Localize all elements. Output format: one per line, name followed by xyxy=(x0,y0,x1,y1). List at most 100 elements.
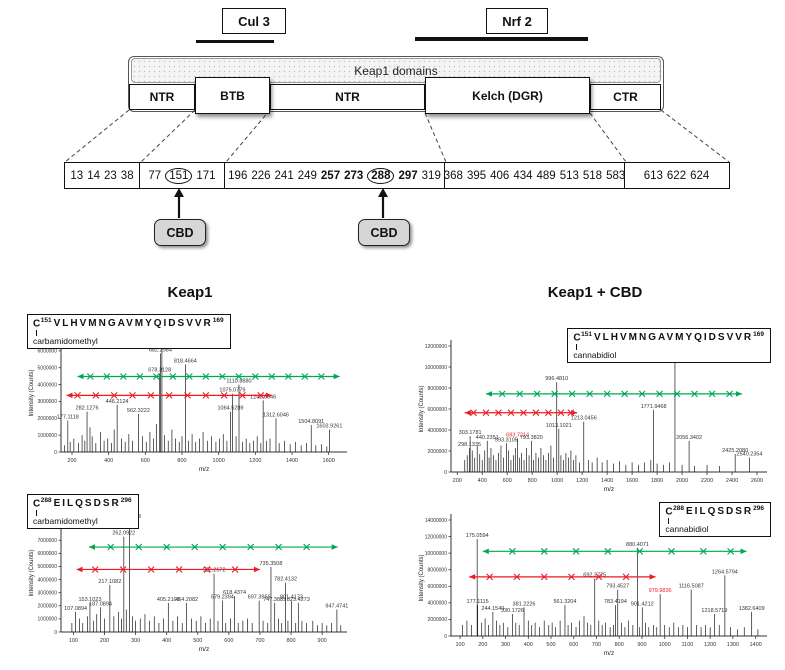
svg-text:600: 600 xyxy=(569,642,578,648)
svg-text:697.3956: 697.3956 xyxy=(248,595,271,601)
svg-text:200: 200 xyxy=(67,458,76,464)
svg-text:0: 0 xyxy=(444,634,447,640)
svg-text:1771.9468: 1771.9468 xyxy=(641,404,667,410)
svg-text:Intensity (Counts): Intensity (Counts) xyxy=(29,549,35,596)
residue-249: 249 xyxy=(297,169,317,182)
nrf2-label-box: Nrf 2 xyxy=(486,8,548,34)
svg-text:400: 400 xyxy=(104,458,113,464)
svg-text:2425.2080: 2425.2080 xyxy=(722,448,748,454)
svg-text:783.4194: 783.4194 xyxy=(604,599,627,605)
cbd-label-151: CBD xyxy=(166,225,194,240)
svg-text:8000000: 8000000 xyxy=(428,568,448,574)
residue-14: 14 xyxy=(87,169,100,182)
residue-257: 257 xyxy=(320,169,341,182)
column-header-keap1-cbd: Keap1 + CBD xyxy=(547,284,643,301)
svg-text:12000000: 12000000 xyxy=(425,344,447,350)
modification-label: cannabidiol xyxy=(573,350,617,361)
residue-273: 273 xyxy=(344,169,364,182)
svg-text:177.1118: 177.1118 xyxy=(57,415,79,421)
residue-23: 23 xyxy=(104,169,117,182)
cul3-label: Cul 3 xyxy=(238,13,270,29)
cul3-binding-bar xyxy=(196,40,274,43)
svg-text:880.4071: 880.4071 xyxy=(626,542,649,548)
svg-text:800: 800 xyxy=(615,642,624,648)
svg-text:579.2394: 579.2394 xyxy=(211,595,234,601)
svg-text:400: 400 xyxy=(478,478,487,484)
residue-196: 196 xyxy=(228,169,248,182)
svg-text:1000: 1000 xyxy=(659,642,671,648)
svg-text:678.3128: 678.3128 xyxy=(148,368,171,374)
modification-label: carbamidomethyl xyxy=(33,336,98,347)
svg-text:500: 500 xyxy=(193,638,202,644)
svg-text:500: 500 xyxy=(546,642,555,648)
svg-text:10000000: 10000000 xyxy=(425,365,447,371)
svg-text:1382.6409: 1382.6409 xyxy=(739,606,765,612)
svg-text:4000000: 4000000 xyxy=(428,601,448,607)
residue-513: 513 xyxy=(559,169,579,182)
spectrum-panel-keap1-c288: 9000000800000070000006000000500000040000… xyxy=(25,494,355,658)
svg-text:4000000: 4000000 xyxy=(428,428,448,434)
residue-319: 319 xyxy=(421,169,441,182)
svg-text:1110.8880: 1110.8880 xyxy=(226,379,251,385)
svg-text:683.7214: 683.7214 xyxy=(506,432,529,438)
spectrum-panel-keap1-c151: 7000000600000050000004000000300000020000… xyxy=(25,314,355,478)
svg-text:446.2124: 446.2124 xyxy=(106,399,129,405)
svg-text:1100: 1100 xyxy=(682,642,694,648)
svg-text:3000000: 3000000 xyxy=(38,399,58,405)
svg-text:800: 800 xyxy=(177,458,186,464)
cul3-label-box: Cul 3 xyxy=(222,8,286,34)
svg-text:Intensity (Counts): Intensity (Counts) xyxy=(419,554,425,601)
svg-text:2000000: 2000000 xyxy=(428,617,448,623)
svg-text:7000000: 7000000 xyxy=(38,538,58,544)
svg-text:2000000: 2000000 xyxy=(38,416,58,422)
svg-text:600: 600 xyxy=(224,638,233,644)
cbd-arrow-288 xyxy=(378,188,388,218)
svg-text:m/z: m/z xyxy=(199,466,209,473)
svg-text:700: 700 xyxy=(255,638,264,644)
nrf2-binding-bar xyxy=(415,37,588,41)
svg-text:1300: 1300 xyxy=(727,642,739,648)
svg-text:562.3222: 562.3222 xyxy=(127,408,150,414)
modification-label: carbamidomethyl xyxy=(33,516,98,527)
svg-text:1075.0779: 1075.0779 xyxy=(219,388,245,394)
residue-171: 171 xyxy=(196,169,216,182)
residue-241: 241 xyxy=(274,169,294,182)
svg-text:1064.5289: 1064.5289 xyxy=(217,406,243,412)
svg-text:1600: 1600 xyxy=(323,458,335,464)
svg-text:298.1335: 298.1335 xyxy=(458,442,481,448)
svg-text:1264.5794: 1264.5794 xyxy=(712,569,738,575)
svg-text:996.4810: 996.4810 xyxy=(545,376,568,382)
svg-text:2400: 2400 xyxy=(726,478,738,484)
svg-text:8000000: 8000000 xyxy=(428,386,448,392)
residue-151: 151 xyxy=(165,167,193,184)
svg-text:400: 400 xyxy=(162,638,171,644)
svg-text:1000000: 1000000 xyxy=(38,433,58,439)
svg-text:12000000: 12000000 xyxy=(425,534,447,540)
svg-text:823.4273: 823.4273 xyxy=(287,597,310,603)
domain-label-kelch: Kelch (DGR) xyxy=(472,88,543,103)
svg-text:800: 800 xyxy=(286,638,295,644)
svg-text:800: 800 xyxy=(528,478,537,484)
svg-text:300: 300 xyxy=(501,642,510,648)
svg-text:6000000: 6000000 xyxy=(428,407,448,413)
residue-368: 368 xyxy=(443,169,463,182)
svg-text:0: 0 xyxy=(54,630,57,636)
svg-text:100: 100 xyxy=(69,638,78,644)
domain-architecture-outline xyxy=(128,56,664,112)
svg-text:400: 400 xyxy=(524,642,533,648)
svg-text:561.3204: 561.3204 xyxy=(553,599,576,605)
domain-label-ctr: CTR xyxy=(613,90,638,104)
svg-text:2200: 2200 xyxy=(701,478,713,484)
residue-288: 288 xyxy=(367,167,395,184)
svg-text:m/z: m/z xyxy=(604,486,614,493)
svg-text:5000000: 5000000 xyxy=(38,564,58,570)
svg-text:0: 0 xyxy=(54,450,57,456)
